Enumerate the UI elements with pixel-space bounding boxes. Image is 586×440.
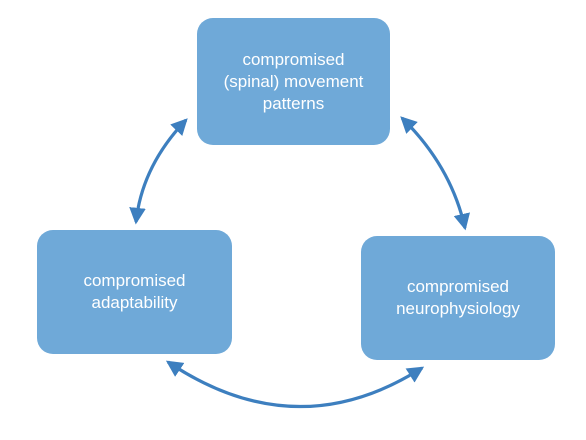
node-movement-patterns-label: compromised (spinal) movement patterns — [224, 49, 364, 115]
node-neurophysiology-label: compromised neurophysiology — [396, 276, 520, 320]
node-adaptability-label: compromised adaptability — [83, 270, 185, 314]
node-label-line: compromised — [83, 271, 186, 290]
arrow-top-right — [400, 116, 470, 231]
node-label-line: (spinal) movement — [223, 71, 364, 91]
arrow-top-left — [129, 118, 188, 225]
node-adaptability: compromised adaptability — [37, 230, 232, 354]
node-label-line: neurophysiology — [396, 299, 520, 318]
node-movement-patterns: compromised (spinal) movement patterns — [197, 18, 390, 145]
node-label-line: adaptability — [91, 293, 178, 312]
node-label-line: compromised — [406, 277, 510, 296]
node-label-line: patterns — [262, 93, 325, 113]
arrow-left-right — [165, 360, 425, 409]
node-neurophysiology: compromised neurophysiology — [361, 236, 555, 360]
node-label-line: compromised — [242, 49, 345, 69]
